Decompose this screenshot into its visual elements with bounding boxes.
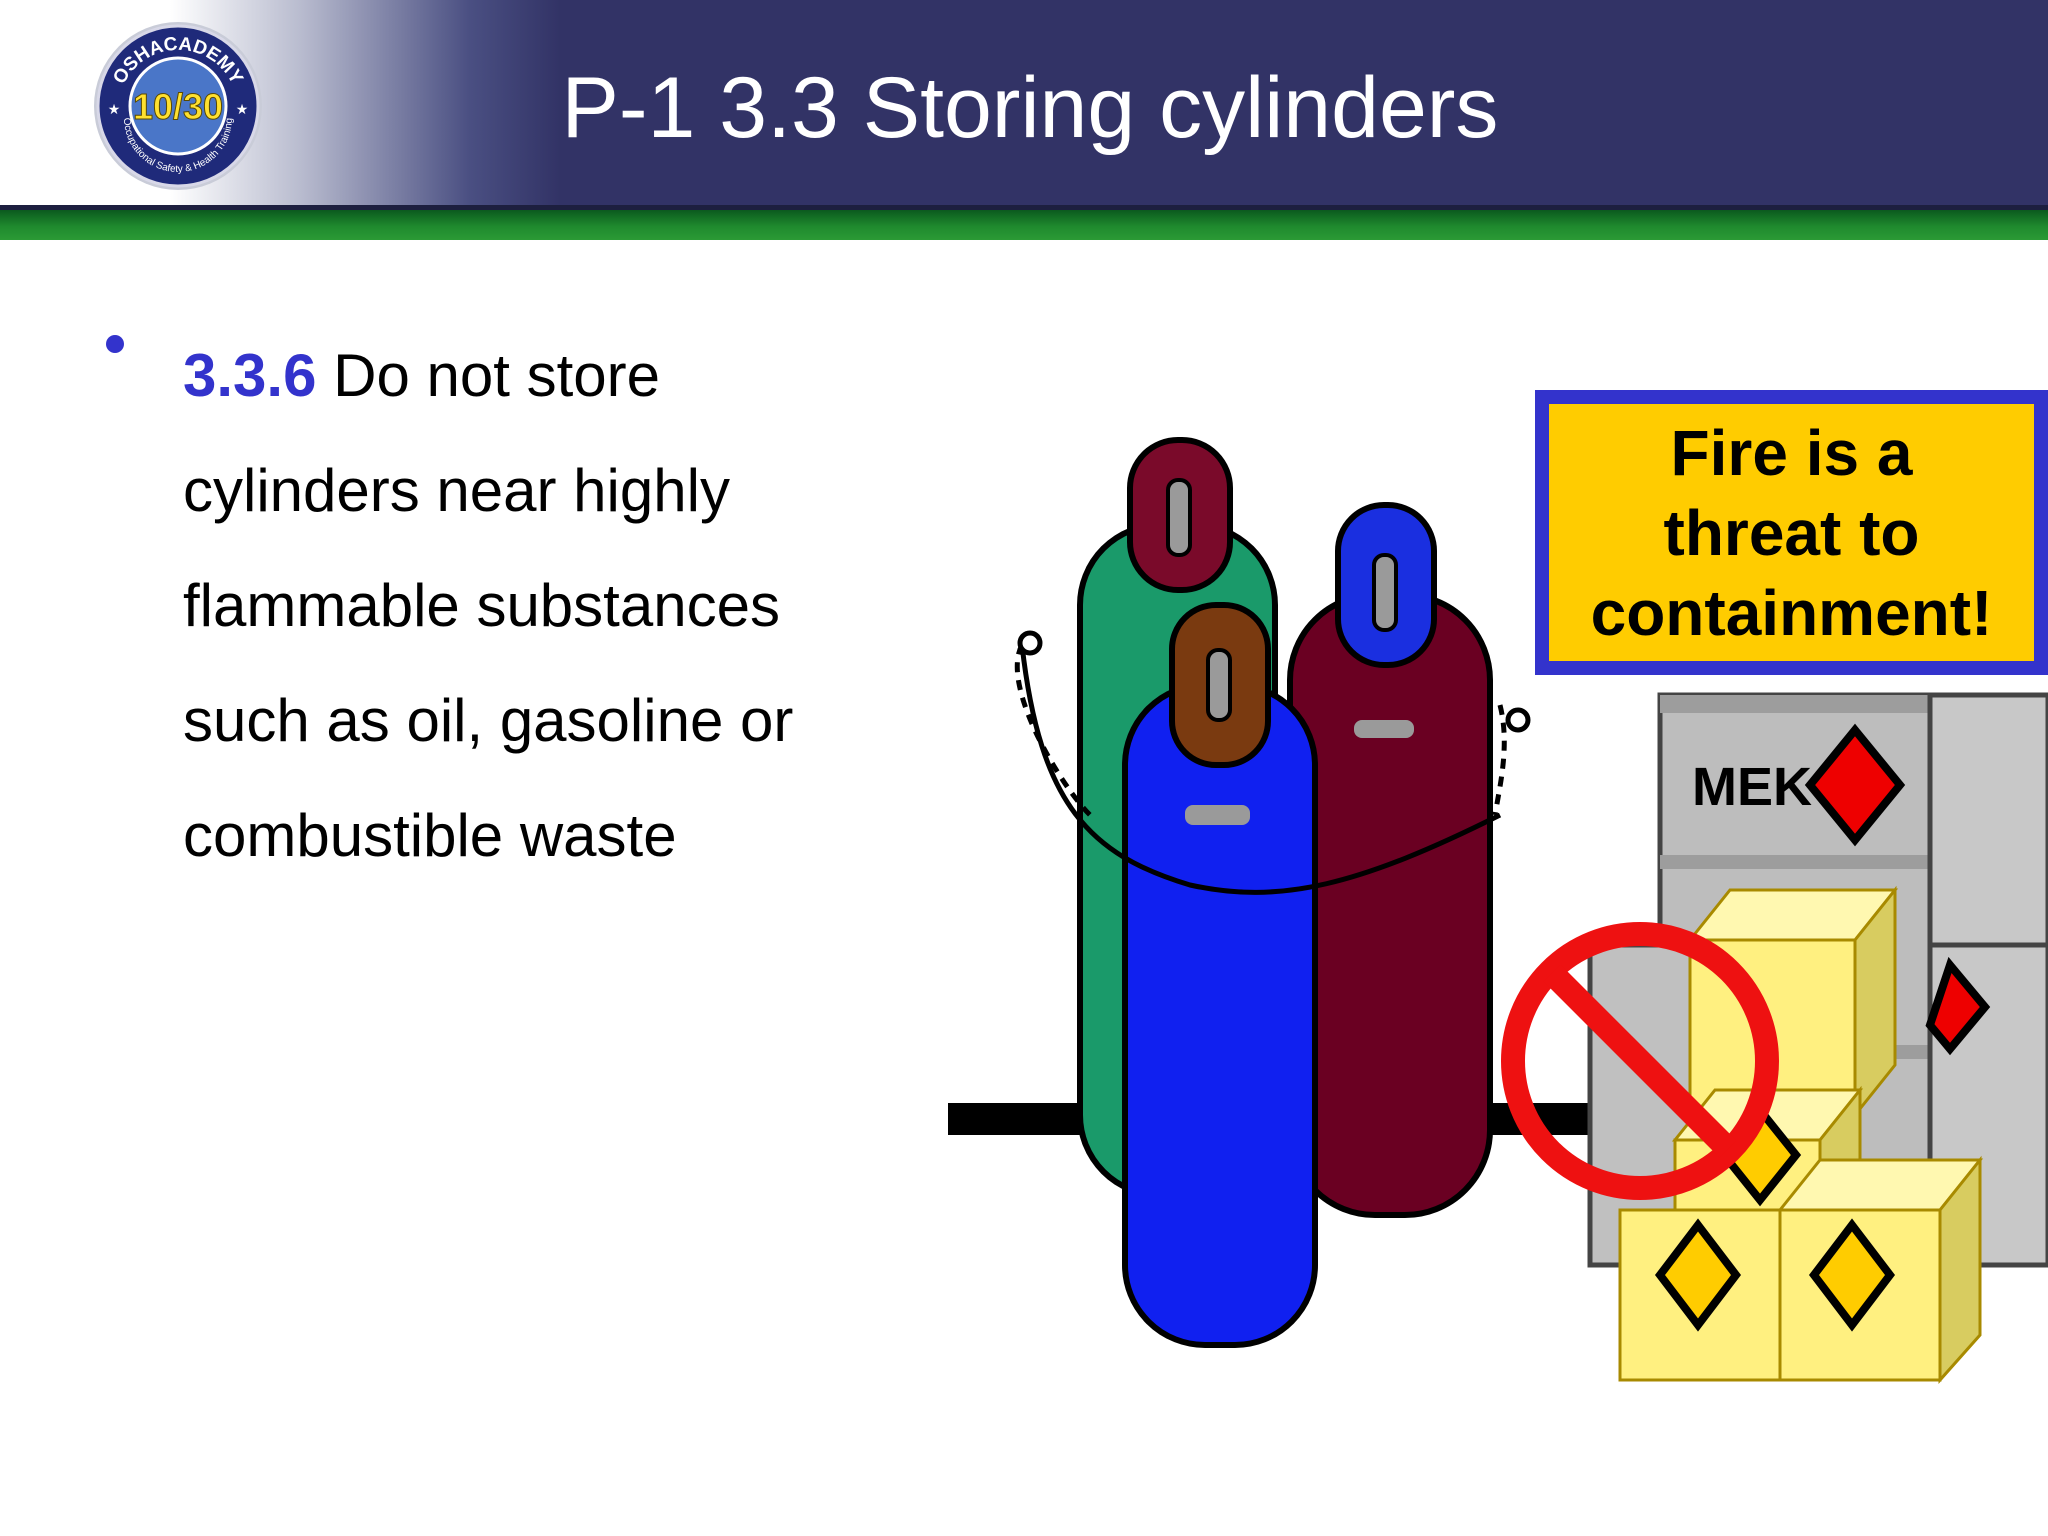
slide-title: P-1 3.3 Storing cylinders — [561, 60, 1499, 156]
slide-header — [0, 0, 2048, 205]
bullet-body: Do not store cylinders near highly flamm… — [183, 342, 794, 869]
chain-icon — [1014, 630, 1531, 895]
maroon-cylinder-icon — [1287, 502, 1493, 1218]
header-divider — [0, 205, 2048, 210]
svg-text:★: ★ — [108, 101, 121, 117]
drum-label: MEK — [1692, 757, 1812, 817]
bullet-paragraph: 3.3.6 Do not store cylinders near highly… — [183, 318, 903, 893]
blue-cylinder-icon — [1122, 602, 1318, 1348]
bullet-number: 3.3.6 — [183, 342, 317, 409]
callout-line-3: containment! — [1590, 576, 1993, 649]
callout-text: Fire is a threat to containment! — [1549, 404, 2034, 661]
bullet-icon — [106, 335, 124, 353]
header-green-band — [0, 210, 2048, 240]
prohibited-icon — [1501, 922, 1779, 1200]
svg-text:★: ★ — [236, 101, 249, 117]
callout-line-2: threat to — [1663, 496, 1920, 569]
hazard-diamond-icon — [1804, 723, 1906, 847]
callout-line-1: Fire is a — [1670, 416, 1913, 489]
logo-center-text: 10/30 — [133, 86, 223, 127]
fire-threat-callout: Fire is a threat to containment! — [1535, 390, 2048, 675]
oshacademy-logo-icon: OSHACADEMY Occupational Safety & Health … — [94, 22, 262, 190]
cylinders-illustration: MEK — [948, 437, 2048, 1384]
